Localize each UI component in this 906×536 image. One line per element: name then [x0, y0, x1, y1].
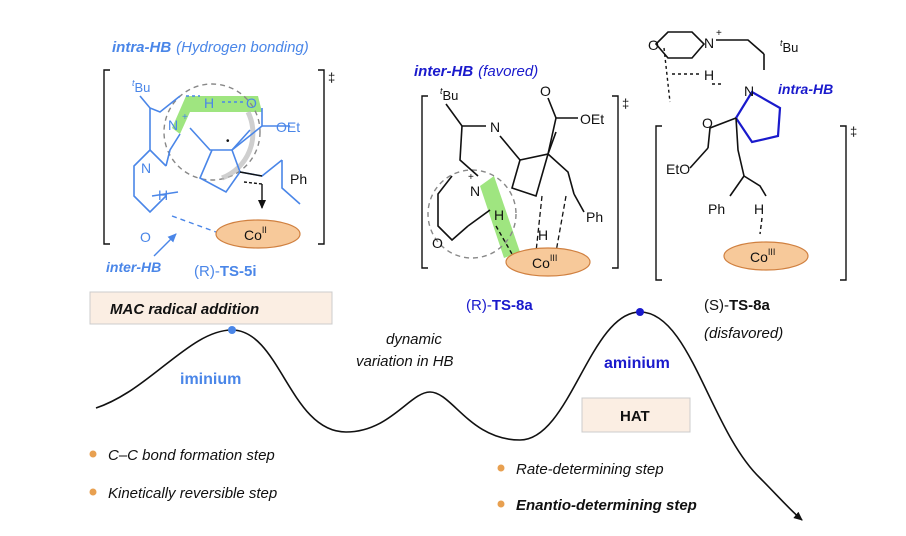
svg-text:N: N — [490, 119, 500, 135]
hat-box — [581, 397, 691, 433]
iminium-label: iminium — [180, 371, 241, 388]
aminium-point — [636, 308, 644, 316]
ts5i-inter-label: inter-HB — [106, 259, 161, 275]
ts5i-dagger: ‡ — [328, 70, 335, 85]
svg-text:EtO: EtO — [666, 161, 690, 177]
bullet-right-2: Enantio-determining step — [516, 497, 697, 514]
svg-text:N: N — [470, 183, 480, 199]
svg-text:tBu: tBu — [440, 86, 458, 103]
ts5i-heading: intra-HB(Hydrogen bonding) — [112, 39, 309, 56]
svg-text:Ph: Ph — [708, 201, 725, 217]
ts8a-s-co-ellipse — [723, 241, 809, 271]
dynamic-label-2: variation in HB — [356, 353, 454, 370]
ts8a-r-label: (R)-TS-8a — [466, 297, 533, 314]
svg-text:HAT: HAT — [620, 408, 650, 425]
bullet-right-1: Rate-determining step — [516, 461, 664, 478]
ts8a-r-structure: inter-HB(favored) ‡ tBu N O OEt N + H O — [414, 63, 629, 314]
ts8a-s-structure: tBu O N + H N intra-HB O EtO Ph H ‡ CoII… — [648, 28, 857, 342]
ts5i-bracket-left — [103, 69, 110, 245]
svg-text:CoIII: CoIII — [532, 253, 557, 271]
svg-text:+: + — [716, 28, 722, 39]
svg-text:H: H — [754, 201, 764, 217]
ts8a-s-label: (S)-TS-8a — [704, 297, 771, 314]
ts5i-circle-shadow — [221, 110, 256, 181]
energy-curve — [95, 311, 803, 521]
svg-text:O: O — [432, 235, 443, 251]
svg-text:H: H — [158, 187, 168, 203]
bullet-left-1: C–C bond formation step — [108, 447, 275, 464]
svg-text:MAC radical addition: MAC radical addition — [110, 301, 259, 318]
svg-text:N: N — [744, 83, 754, 99]
svg-text:tBu: tBu — [780, 38, 798, 55]
ts5i-co-ellipse — [215, 219, 301, 249]
svg-text:H: H — [204, 95, 214, 111]
svg-text:+: + — [468, 172, 474, 183]
bullets-right: Rate-determining step Enantio-determinin… — [497, 461, 697, 514]
svg-text:CoII: CoII — [244, 225, 267, 243]
ts8a-s-sublabel: (disfavored) — [704, 325, 783, 342]
svg-text:OEt: OEt — [580, 111, 604, 127]
svg-text:OEt: OEt — [276, 119, 300, 135]
bullet-left-2: Kinetically reversible step — [108, 485, 277, 502]
svg-text:Ph: Ph — [586, 209, 603, 225]
svg-text:‡: ‡ — [622, 96, 629, 111]
svg-text:O: O — [702, 115, 713, 131]
ts5i-hb-highlight — [172, 96, 262, 134]
bullets-left: C–C bond formation step Kinetically reve… — [89, 447, 277, 502]
ts5i-bracket-right — [318, 69, 325, 245]
svg-text:Ph: Ph — [290, 171, 307, 187]
dynamic-label-1: dynamic — [386, 331, 442, 348]
ts8a-r-co-ellipse — [505, 247, 591, 277]
svg-text:H: H — [704, 67, 714, 83]
svg-text:‡: ‡ — [850, 124, 857, 139]
ts8a-r-skeleton — [437, 97, 585, 242]
svg-text:O: O — [140, 229, 151, 245]
svg-text:H: H — [494, 207, 504, 223]
svg-text:CoIII: CoIII — [750, 247, 775, 265]
ts5i-label: (R)-TS-5i — [194, 263, 257, 280]
aminium-label: aminium — [604, 355, 670, 372]
ts8a-r-heading: inter-HB(favored) — [414, 63, 538, 80]
iminium-point — [228, 326, 236, 334]
ts5i-dashed-circle — [163, 83, 261, 181]
ts8a-s-intra-label: intra-HB — [778, 81, 833, 97]
svg-text:O: O — [540, 83, 551, 99]
ts5i-structure: intra-HB(Hydrogen bonding) ‡ tBu — [103, 39, 335, 280]
svg-text:•: • — [226, 136, 230, 147]
svg-text:tBu: tBu — [132, 78, 150, 95]
svg-text:+: + — [182, 112, 188, 123]
ts5i-n-plus: N — [168, 117, 178, 133]
svg-text:N: N — [141, 160, 151, 176]
svg-text:N: N — [704, 35, 714, 51]
energy-profile: MAC radical addition iminium dynamic var… — [89, 291, 803, 521]
svg-text:O: O — [648, 37, 659, 53]
ts8a-r-hb-highlight — [480, 176, 520, 258]
svg-text:H: H — [538, 227, 548, 243]
mac-box — [89, 291, 333, 325]
ts8a-s-skeleton — [654, 31, 782, 197]
svg-text:O: O — [246, 95, 257, 111]
